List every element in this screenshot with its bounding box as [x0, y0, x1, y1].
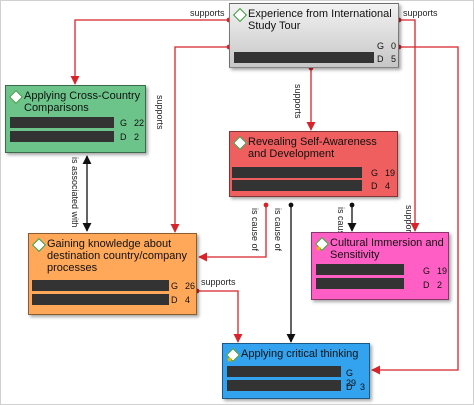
- star-icon: ★: [226, 355, 234, 364]
- node-self-awareness[interactable]: Revealing Self-Awareness and Development…: [229, 131, 398, 197]
- label-supports-3: supports: [293, 84, 303, 119]
- label-cause-1: is cause of: [250, 208, 260, 252]
- node-title: Cultural Immersion and Sensitivity: [330, 237, 444, 261]
- edge-exp-to-cross: [70, 19, 229, 85]
- label-supports-6: supports: [201, 277, 236, 287]
- star-icon: ★: [315, 244, 323, 253]
- redacted-bar: [234, 52, 374, 63]
- redacted-bar: [10, 131, 114, 142]
- label-supports-1: supports: [190, 8, 225, 18]
- edge-exp-to-critical: [371, 46, 459, 375]
- redacted-bar: [316, 278, 404, 289]
- node-title: Gaining knowledge about destination coun…: [47, 238, 188, 274]
- diamond-icon: [232, 135, 248, 151]
- edge-exp-to-cultural: [399, 19, 420, 232]
- edge-self-to-cultural-origin: [349, 202, 355, 208]
- edge-exp-to-gaining: [170, 46, 229, 233]
- diamond-icon: [31, 237, 47, 253]
- diamond-icon: [8, 89, 24, 105]
- label-cause-3: is cause: [336, 207, 346, 240]
- node-experience[interactable]: Experience from International Study Tour…: [229, 3, 399, 68]
- redacted-bar: [232, 180, 362, 191]
- node-title: Applying critical thinking: [241, 348, 359, 360]
- edge-self-to-critical-origin: [288, 202, 294, 208]
- redacted-bar: [10, 117, 114, 128]
- node-title: Revealing Self-Awareness and Development: [248, 136, 377, 160]
- edge-self-to-gaining-origin: [263, 202, 269, 208]
- node-title: Experience from International Study Tour: [248, 8, 392, 32]
- redacted-bar: [232, 167, 362, 178]
- label-supports-5: supports: [404, 205, 414, 240]
- redacted-bar: [227, 366, 341, 377]
- redacted-bar: [32, 294, 169, 305]
- redacted-bar: [227, 380, 341, 391]
- node-gaining-knowledge[interactable]: Gaining knowledge about destination coun…: [28, 233, 197, 315]
- label-cause-2: is cause of: [273, 208, 283, 252]
- edge-self-to-gaining: [198, 205, 267, 262]
- redacted-bar: [32, 280, 169, 291]
- edge-gaining-to-critical: [197, 290, 243, 343]
- label-supports-2: supports: [155, 95, 165, 130]
- stat-groundedness: G29: [346, 368, 357, 388]
- label-associated: is associated with: [70, 157, 80, 228]
- diamond-icon: [232, 7, 248, 23]
- redacted-bar: [316, 264, 404, 275]
- label-supports-4: supports: [403, 8, 438, 18]
- node-title: Applying Cross-Country Comparisons: [24, 90, 141, 114]
